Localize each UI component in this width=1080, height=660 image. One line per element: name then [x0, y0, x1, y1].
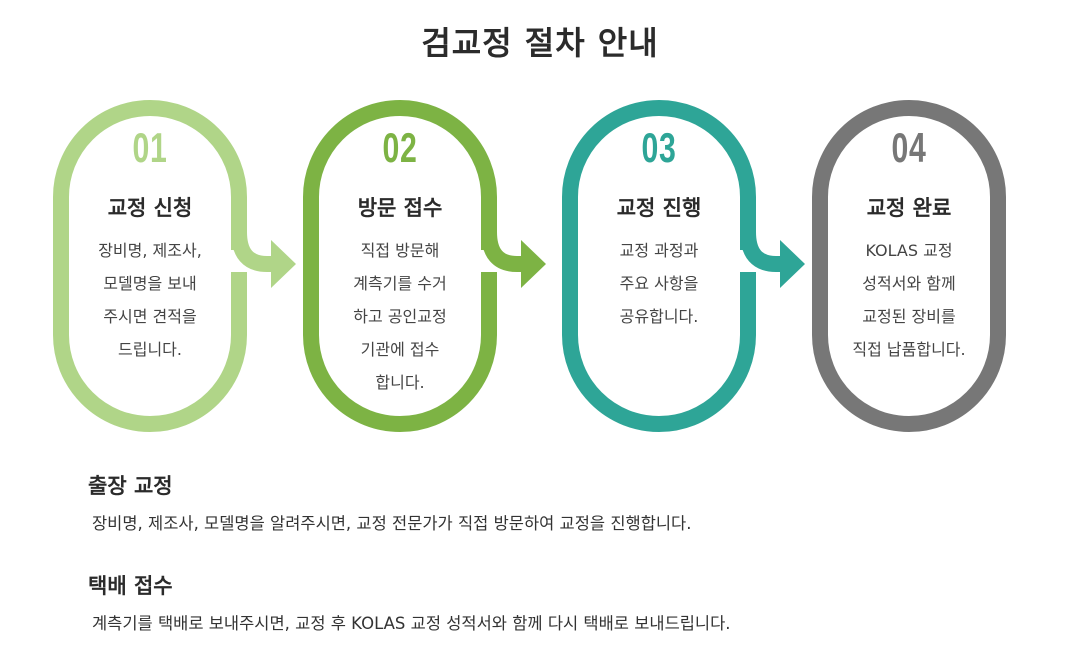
pill-outline: [812, 100, 1006, 432]
description-line: KOLAS 교정: [865, 241, 953, 260]
step-number: 04: [891, 124, 927, 171]
description-line: 공유합니다.: [619, 307, 699, 326]
arrow-icon: [740, 231, 782, 272]
arrowhead: [521, 240, 546, 288]
arrowhead: [780, 240, 805, 288]
page-title: 검교정 절차 안내: [421, 24, 659, 62]
step-heading: 교정 신청: [107, 196, 193, 220]
step-heading: 교정 진행: [616, 196, 702, 220]
section-heading-delivery: 택배 접수: [88, 574, 173, 598]
step-number: 01: [132, 124, 168, 171]
description-line: 기관에 접수: [360, 340, 440, 359]
step-number: 03: [641, 124, 677, 171]
description-line: 장비명, 제조사,: [98, 241, 202, 260]
description-line: 주시면 견적을: [103, 307, 197, 326]
step-heading: 방문 접수: [357, 196, 443, 220]
step-heading: 교정 완료: [866, 196, 952, 220]
arrow-icon: [231, 231, 273, 272]
description-line: 주요 사항을: [619, 274, 699, 293]
description-line: 계측기를 수거: [353, 274, 447, 293]
arrowhead: [271, 240, 296, 288]
section-heading-onsite: 출장 교정: [88, 474, 173, 498]
description-line: 합니다.: [375, 373, 425, 392]
description-line: 모델명을 보내: [103, 274, 197, 293]
description-line: 성적서와 함께: [862, 274, 956, 293]
description-line: 교정 과정과: [619, 241, 699, 260]
description-line: 직접 납품합니다.: [852, 340, 966, 359]
arrow-icon: [481, 231, 523, 272]
section-text-delivery: 계측기를 택배로 보내주시면, 교정 후 KOLAS 교정 성적서와 함께 다시…: [92, 614, 731, 633]
step-number: 02: [382, 124, 418, 171]
section-text-onsite: 장비명, 제조사, 모델명을 알려주시면, 교정 전문가가 직접 방문하여 교정…: [92, 514, 692, 533]
description-line: 드립니다.: [118, 340, 182, 359]
description-line: 하고 공인교정: [353, 307, 447, 326]
description-line: 직접 방문해: [360, 241, 440, 260]
description-line: 교정된 장비를: [862, 307, 956, 326]
